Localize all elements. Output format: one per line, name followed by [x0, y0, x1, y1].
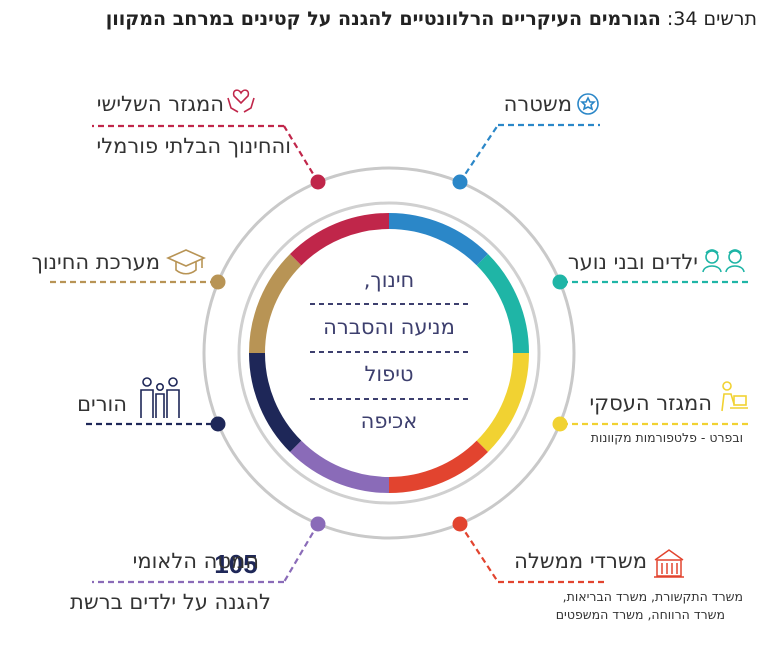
- node-dot-youth: [552, 274, 568, 290]
- parents-icon: [140, 377, 180, 418]
- node-dot-ministries: [452, 516, 468, 532]
- connector-national-hq: [283, 523, 319, 583]
- node-dot-business: [552, 416, 568, 432]
- node-dot-national-hq: [310, 516, 326, 532]
- ring-segment-police: [388, 213, 488, 266]
- node-label-police: משטרה: [503, 92, 572, 116]
- 105-logo-icon: 105: [208, 549, 264, 579]
- node-label-third-sector: המגזר השלישי: [96, 92, 224, 116]
- children-icon: [702, 249, 745, 273]
- node-dot-police: [452, 174, 468, 190]
- center-line-prevention: מניעה והסברה: [323, 315, 455, 339]
- connector-third-sector: [283, 125, 319, 183]
- node-sublabel-ministries-2: משרד הרווחה, משרד המשפטים: [555, 607, 725, 622]
- ring-segment-education: [249, 254, 302, 354]
- inner-ring-top: [237, 201, 541, 354]
- node-label-parents: הורים: [77, 392, 127, 416]
- node-sublabel-third-sector: והחינוך הבלתי פורמלי: [96, 134, 292, 158]
- colored-ring: [249, 213, 529, 493]
- connector-police: [459, 124, 499, 183]
- ring-segment-youth: [476, 254, 529, 354]
- ring-segment-parents: [249, 352, 302, 452]
- node-label-education: מערכת החינוך: [31, 250, 160, 274]
- graduation-cap-icon: [166, 249, 206, 275]
- heart-hands-icon: [227, 89, 255, 113]
- figure-label: תרשים 34:: [666, 8, 757, 30]
- node-label-national-hq: המטה הלאומי: [132, 549, 259, 573]
- node-dot-parents: [210, 416, 226, 432]
- node-dot-education: [210, 274, 226, 290]
- node-sublabel-national-hq: להגנה על ילדים ברשת: [70, 590, 271, 614]
- center-line-education: חינוך,: [363, 268, 415, 292]
- node-label-youth: ילדים ובני נוער: [567, 250, 698, 274]
- center-line-treatment: טיפול: [364, 362, 414, 386]
- node-label-business: המגזר העסקי: [589, 391, 712, 415]
- figure-title: תרשים 34: הגורמים העיקריים הרלוונטיים לה…: [10, 8, 757, 30]
- ring-segment-third-sector: [290, 213, 390, 266]
- node-sublabel-ministries-1: משרד התקשורת, משרד הבריאות,: [562, 589, 743, 604]
- figure-main-title: הגורמים העיקריים הרלוונטיים להגנה על קטי…: [105, 8, 661, 30]
- laptop-person-icon: [721, 381, 748, 412]
- police-badge-icon: [577, 93, 599, 115]
- connector-ministries: [459, 523, 499, 583]
- node-label-ministries: משרדי ממשלה: [514, 549, 647, 573]
- inner-ring-bottom: [237, 352, 541, 505]
- ring-segment-national-hq: [290, 440, 390, 493]
- 105-logo-text: 105: [214, 549, 257, 579]
- node-sublabel-business: ובפרט - פלטפורמות מקוונות: [590, 430, 743, 445]
- outer-ring: [202, 166, 576, 540]
- ring-segment-business: [476, 352, 529, 452]
- node-dot-third-sector: [310, 174, 326, 190]
- ring-segment-ministries: [388, 440, 488, 493]
- center-line-enforcement: אכיפה: [360, 409, 418, 433]
- government-building-icon: [654, 549, 684, 578]
